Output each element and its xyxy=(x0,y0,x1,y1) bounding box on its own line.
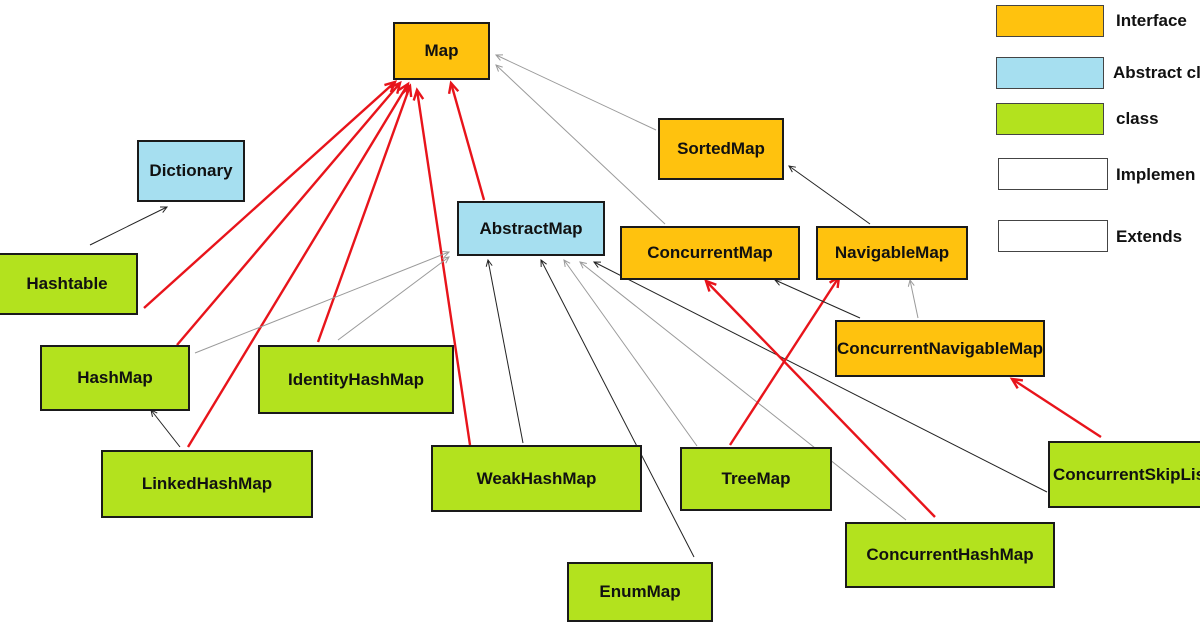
node-concurrenthashmap: ConcurrentHashMap xyxy=(845,522,1055,588)
edge-hashmap-implements-map xyxy=(176,80,402,346)
node-hashtable: Hashtable xyxy=(0,253,138,315)
legend-abstract-label: Abstract cl xyxy=(1113,63,1200,82)
node-hashmap: HashMap xyxy=(40,345,190,411)
edge-concurrenthashmap-implements-concurrentmap xyxy=(704,279,936,518)
node-abstractmap: AbstractMap xyxy=(457,201,605,256)
edge-abstractmap-implements-map xyxy=(447,80,486,201)
node-map: Map xyxy=(393,22,490,80)
node-concurrentmap: ConcurrentMap xyxy=(620,226,800,280)
legend-implements-box xyxy=(998,158,1108,190)
legend-class-swatch xyxy=(996,103,1104,135)
node-identityhashmap: IdentityHashMap xyxy=(258,345,454,414)
edge-hashmap-extends-abstractmap xyxy=(194,251,451,354)
node-weakhashmap: WeakHashMap xyxy=(431,445,642,512)
edge-enummap-extends-abstractmap xyxy=(540,258,695,558)
edge-navigablemap-extends-sortedmap xyxy=(788,165,871,225)
edge-layer xyxy=(89,54,1102,558)
node-treemap: TreeMap xyxy=(680,447,832,511)
legend-interface-swatch xyxy=(996,5,1104,37)
edge-weakhashmap-implements-map xyxy=(412,87,472,446)
edge-concurrentskiplist-extends-abstractmap xyxy=(592,261,1048,493)
legend-extends-label: Extends xyxy=(1116,227,1183,246)
node-enummap: EnumMap xyxy=(567,562,713,622)
edge-concurrentmap-extends-map xyxy=(495,64,666,225)
node-concurrentskiplist: ConcurrentSkipLis xyxy=(1048,441,1200,508)
node-linkedhashmap: LinkedHashMap xyxy=(101,450,313,518)
edge-concurrentnavigablemap-extends-navigablemap xyxy=(907,278,919,319)
edge-sortedmap-extends-map xyxy=(494,54,657,131)
legend-extends-box xyxy=(998,220,1108,252)
node-dictionary: Dictionary xyxy=(137,140,245,202)
node-sortedmap: SortedMap xyxy=(658,118,784,180)
edge-identityhashmap-implements-map xyxy=(316,83,413,343)
edge-identityhashmap-extends-abstractmap xyxy=(337,256,450,341)
edge-weakhashmap-extends-abstractmap xyxy=(485,258,524,444)
edge-treemap-extends-abstractmap xyxy=(563,259,698,447)
edge-linkedhashmap-extends-hashmap xyxy=(150,409,181,448)
legend-interface-label: Interface xyxy=(1116,11,1187,30)
edge-hashtable-implements-map xyxy=(143,80,398,309)
legend-abstract-swatch xyxy=(996,57,1104,89)
legend-implements-label: Implemen xyxy=(1116,165,1196,184)
node-navigablemap: NavigableMap xyxy=(816,226,968,280)
edge-concurrenthashmap-extends-abstractmap xyxy=(579,261,907,521)
node-concurrentnavigablemap: ConcurrentNavigableMap xyxy=(835,320,1045,377)
edge-hashtable-extends-dictionary xyxy=(89,206,169,246)
edge-concurrentskiplist-implements-concurrentnavigablemap xyxy=(1009,377,1102,439)
legend-class-label: class xyxy=(1116,109,1159,128)
